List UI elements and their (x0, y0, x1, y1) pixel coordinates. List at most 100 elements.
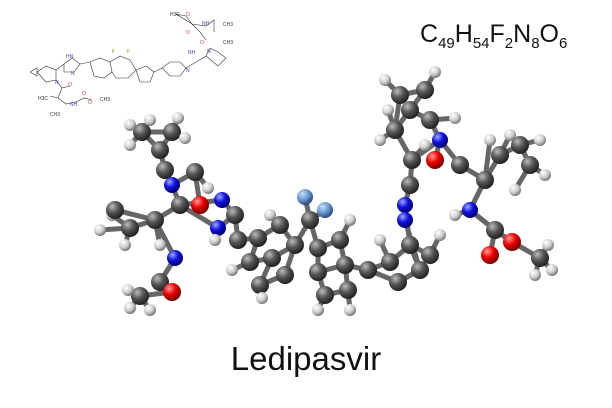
label-o3: O (186, 12, 190, 18)
label-ch3c: CH3 (223, 22, 233, 28)
label-ch3d: CH3 (223, 40, 233, 46)
hydrogen-atom (374, 134, 386, 146)
molecular-formula: C49H54F2N8O6 (420, 20, 567, 52)
carbon-atom (151, 273, 169, 291)
hydrogen-atom (144, 304, 156, 316)
hydrogen-atom (534, 134, 546, 146)
carbon-atom (531, 249, 549, 267)
hydrogen-atom (144, 114, 156, 126)
carbon-atom (151, 141, 169, 159)
label-f1: F (112, 49, 115, 55)
carbon-atom (309, 263, 327, 281)
label-o6: O (88, 100, 92, 106)
hydrogen-atom (344, 304, 356, 316)
label-ch3a: CH3 (50, 112, 60, 118)
nitrogen-atom (164, 177, 180, 193)
carbon-atom (263, 249, 281, 267)
carbon-atom (381, 253, 399, 271)
skeletal-formula: HN N N F F NH N N O O O O O O NH NH H3C … (29, 12, 233, 118)
formula-count: 49 (438, 35, 455, 52)
hydrogen-atom (124, 139, 136, 151)
carbon-atom (249, 229, 267, 247)
hydrogen-atom (124, 302, 136, 314)
carbon-atom (339, 281, 357, 299)
formula-element: O (539, 20, 559, 48)
hydrogen-atom (256, 292, 268, 304)
hydrogen-atom (484, 134, 496, 146)
hydrogen-atom (539, 169, 551, 181)
carbon-atom (336, 256, 354, 274)
fluorine-atom (317, 202, 333, 218)
hydrogen-atom (546, 264, 558, 276)
carbon-atom (241, 253, 259, 271)
carbon-atom (226, 206, 244, 224)
nitrogen-atom (397, 197, 413, 213)
carbon-atom (163, 123, 181, 141)
hydrogen-atom (226, 264, 238, 276)
hydrogen-atom (202, 182, 214, 194)
hydrogen-atom (172, 112, 184, 124)
carbon-atom (411, 261, 429, 279)
hydrogen-atom (344, 214, 356, 226)
carbon-atom (403, 151, 421, 169)
label-n2: N (55, 80, 59, 86)
label-h3c2: H3C (170, 12, 180, 18)
nitrogen-atom (210, 220, 226, 236)
oxygen-atom (426, 151, 444, 169)
label-n1: N (71, 71, 75, 77)
carbon-atom (401, 101, 419, 119)
carbon-atom (301, 211, 319, 229)
label-nh: NH (188, 50, 196, 56)
label-n3: N (186, 68, 190, 74)
oxygen-atom (481, 246, 499, 264)
hydrogen-atom (419, 139, 431, 151)
carbon-atom (186, 163, 204, 181)
label-nh3: NH (202, 21, 210, 27)
carbon-atom (146, 211, 164, 229)
nitrogen-atom (167, 250, 183, 266)
formula-count: 2 (504, 35, 514, 52)
carbon-atom (131, 287, 149, 305)
hydrogen-atom (94, 224, 106, 236)
carbon-atom (421, 111, 439, 129)
hydrogen-atom (529, 269, 541, 281)
carbon-atom (133, 123, 151, 141)
label-o5: O (82, 91, 86, 97)
hydrogen-atom (382, 104, 394, 116)
hydrogen-atom (264, 209, 276, 221)
carbon-atom (286, 236, 304, 254)
label-hn: HN (66, 54, 74, 60)
carbon-atom (486, 221, 504, 239)
carbon-atom (416, 81, 434, 99)
carbon-atom (331, 231, 349, 249)
label-o1: O (200, 40, 204, 46)
hydrogen-atom (209, 234, 221, 246)
nitrogen-atom (214, 192, 230, 208)
formula-element: N (513, 20, 532, 48)
carbon-atom (401, 236, 419, 254)
hydrogen-atom (449, 209, 461, 221)
formula-count: 8 (531, 35, 540, 52)
carbon-atom (271, 216, 289, 234)
carbon-atom (491, 146, 509, 164)
compound-name: Ledipasvir (230, 340, 382, 377)
carbon-atom (476, 171, 494, 189)
carbon-atom (309, 239, 327, 257)
hydrogen-atom (509, 184, 521, 196)
fluorine-atom (297, 189, 313, 205)
hydrogen-atom (374, 234, 386, 246)
hydrogen-atom (504, 129, 516, 141)
nitrogen-atom (432, 132, 448, 148)
carbon-atom (421, 246, 439, 264)
label-h3c1: H3C (38, 96, 48, 102)
carbon-atom (171, 196, 189, 214)
label-f2: F (127, 49, 130, 55)
carbon-atom (276, 266, 294, 284)
label-o2: O (186, 30, 190, 36)
hydrogen-atom (379, 74, 391, 86)
carbon-atom (451, 156, 469, 174)
formula-count: 54 (472, 35, 490, 52)
carbon-atom (251, 276, 269, 294)
